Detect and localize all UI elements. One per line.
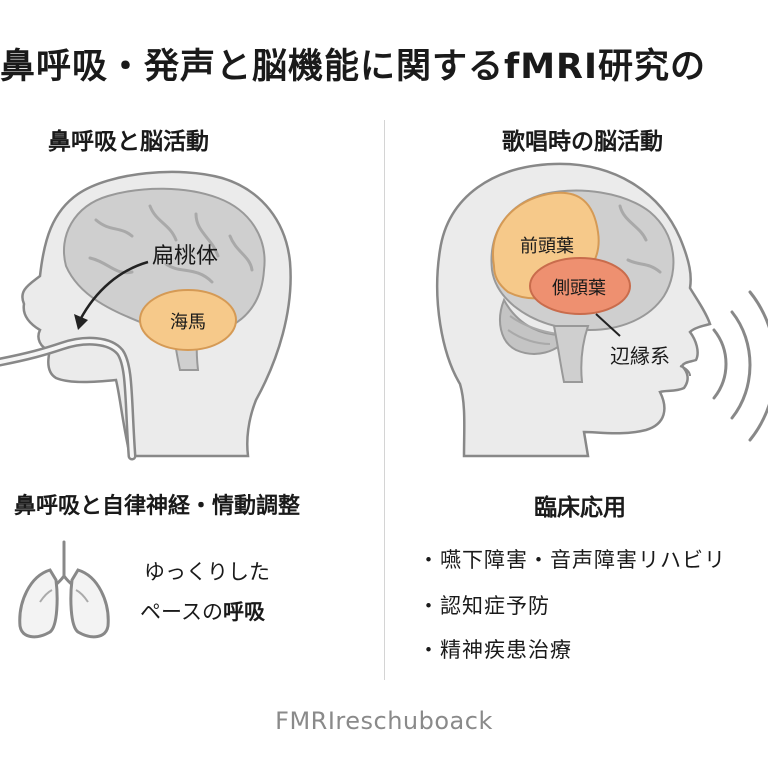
breathing-text-prefix: ペースの: [140, 600, 223, 624]
footer-credit: FMRIreschuboack: [275, 707, 493, 735]
clinical-item: ・嚥下障害・音声障害リハビリ: [418, 548, 726, 572]
frontal-lobe-label: 前頭葉: [520, 236, 574, 257]
hippocampus-highlight: [139, 289, 237, 351]
breathing-text-line1: ゆっくりした: [144, 560, 270, 584]
right-head-illustration: [435, 162, 768, 458]
breathing-text-line2: ペースの呼吸: [140, 596, 265, 626]
sound-wave-1: [712, 328, 728, 400]
amygdala-label: 扁桃体: [152, 244, 219, 269]
bottom-left-heading: 鼻呼吸と自律神経・情動調整: [14, 494, 301, 519]
breath-arrow: [78, 260, 149, 321]
temporal-lobe-label: 側頭葉: [552, 278, 606, 299]
panel-divider: [384, 120, 385, 680]
temporal-lobe-highlight: [529, 257, 631, 315]
right-panel-heading: 歌唱時の脳活動: [502, 129, 663, 155]
clinical-item: ・精神疾患治療: [418, 638, 572, 662]
sound-wave-3: [748, 290, 768, 442]
sound-wave-2: [730, 310, 752, 420]
page-title: 鼻呼吸・発声と脳機能に関するfMRI研究の: [0, 47, 707, 87]
limbic-system-label: 辺縁系: [610, 344, 670, 368]
bottom-right-heading: 臨床応用: [534, 495, 626, 521]
clinical-item: ・認知症予防: [418, 594, 550, 618]
hippocampus-label: 海馬: [170, 312, 206, 333]
airway-inner: [0, 339, 134, 458]
breathing-text-bold: 呼吸: [222, 600, 265, 624]
lungs-icon: [18, 540, 110, 639]
left-panel-heading: 鼻呼吸と脳活動: [48, 129, 209, 155]
left-head-illustration: [0, 170, 292, 461]
